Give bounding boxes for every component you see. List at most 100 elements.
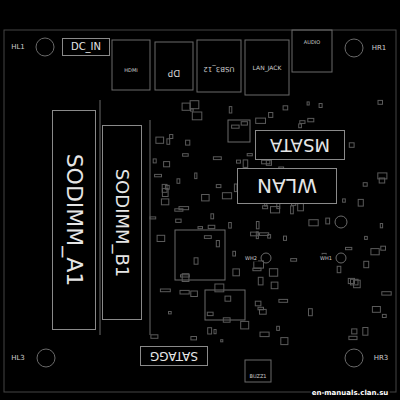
- component-footprint: [229, 223, 232, 229]
- component-footprint: [182, 103, 190, 110]
- component-footprint: [156, 137, 164, 143]
- component-footprint: [253, 268, 261, 271]
- component-footprint: [151, 335, 158, 339]
- component-footprint: [215, 284, 224, 292]
- component-footprint: [170, 135, 173, 139]
- mount-hole: [36, 38, 54, 56]
- mount-hole: [336, 253, 346, 263]
- component-footprint: [194, 258, 198, 264]
- component-footprint: [262, 160, 270, 164]
- component-footprint: [291, 206, 294, 214]
- component-footprint: [281, 338, 288, 345]
- hole-label: WH1: [319, 255, 333, 262]
- component-footprint: [241, 321, 249, 329]
- component-footprint: [349, 143, 354, 148]
- component-footprint: [251, 232, 258, 236]
- component-footprint: [363, 328, 368, 336]
- component-footprint: [319, 104, 322, 108]
- component-footprint: [309, 309, 313, 316]
- component-footprint: [266, 160, 271, 165]
- component-footprint: [155, 174, 162, 176]
- component-footprint: [382, 292, 391, 295]
- mount-hole: [37, 349, 55, 367]
- connector-label: HDMI: [123, 67, 138, 74]
- component-footprint: [307, 102, 309, 105]
- component-footprint: [337, 266, 341, 272]
- component-footprint: [271, 282, 278, 289]
- component-footprint: [378, 100, 383, 104]
- hole-label: HL1: [10, 43, 26, 52]
- component-footprint: [243, 160, 248, 168]
- lan-connector: [245, 40, 289, 95]
- component-footprint: [269, 113, 273, 118]
- part-label: WLAN: [256, 175, 318, 197]
- component-footprint: [271, 207, 280, 213]
- component-footprint: [260, 233, 269, 236]
- component-footprint: [216, 185, 221, 188]
- dp-connector: [155, 42, 193, 90]
- component-footprint: [358, 199, 363, 206]
- component-footprint: [223, 318, 230, 322]
- component-footprint: [202, 195, 210, 201]
- component-footprint: [326, 218, 330, 224]
- msata-slot: MSATA: [255, 130, 345, 160]
- component-footprint: [354, 280, 361, 288]
- sodimm-slot: SODIMM_B1: [102, 125, 142, 320]
- component-footprint: [211, 214, 214, 219]
- part-label: BUZZ1: [248, 373, 267, 380]
- component-footprint: [160, 289, 170, 292]
- component-footprint: [150, 217, 156, 219]
- component-footprint: [349, 336, 357, 339]
- part-label: SATAGG: [149, 349, 199, 363]
- component-footprint: [299, 124, 302, 128]
- component-footprint: [351, 279, 359, 285]
- component-footprint: [157, 235, 165, 241]
- component-footprint: [255, 301, 261, 306]
- component-footprint: [214, 330, 216, 334]
- component-footprint: [198, 227, 203, 229]
- component-footprint: [256, 232, 258, 239]
- usb-connector: [197, 40, 241, 92]
- component-footprint: [309, 220, 318, 226]
- component-footprint: [190, 101, 199, 109]
- component-footprint: [186, 140, 190, 145]
- component-footprint: [378, 173, 387, 179]
- component-footprint: [241, 122, 247, 125]
- component-footprint: [256, 222, 259, 229]
- hole-label: HL3: [10, 354, 26, 363]
- component-footprint: [192, 112, 202, 120]
- component-footprint: [260, 332, 269, 337]
- component-footprint: [254, 261, 264, 268]
- component-footprint: [283, 106, 288, 110]
- component-footprint: [365, 236, 368, 239]
- component-footprint: [208, 225, 215, 228]
- watermark: en-manuals.clan.su: [311, 389, 390, 398]
- component-footprint: [343, 199, 346, 202]
- audio-connector: [292, 30, 332, 72]
- connector-label: AUDIO: [303, 39, 321, 46]
- sodimm-slot: SODIMM_A1: [52, 110, 96, 330]
- component-footprint: [164, 162, 170, 167]
- component-footprint: [263, 206, 268, 209]
- component-footprint: [153, 159, 156, 163]
- component-footprint: [291, 259, 297, 262]
- component-footprint: [298, 204, 304, 211]
- connector-label: LAN_JACK: [252, 64, 283, 72]
- hole-label: WH2: [244, 255, 258, 262]
- component-footprint: [176, 219, 181, 222]
- dc-in-connector: DC_IN: [62, 38, 110, 56]
- component-footprint: [258, 277, 263, 285]
- connector-label: DP: [167, 67, 181, 78]
- component-footprint: [180, 290, 189, 294]
- connector-label: USB3_12: [202, 64, 235, 73]
- component-footprint: [300, 121, 305, 124]
- component-footprint: [177, 179, 180, 184]
- component-footprint: [277, 326, 280, 330]
- component-footprint: [269, 269, 277, 277]
- component-footprint: [363, 183, 367, 187]
- component-footprint: [233, 269, 240, 276]
- wlan-slot: WLAN: [237, 168, 337, 204]
- component-footprint: [382, 314, 386, 317]
- sata-connector: SATAGG: [140, 346, 208, 366]
- component-footprint: [372, 307, 380, 313]
